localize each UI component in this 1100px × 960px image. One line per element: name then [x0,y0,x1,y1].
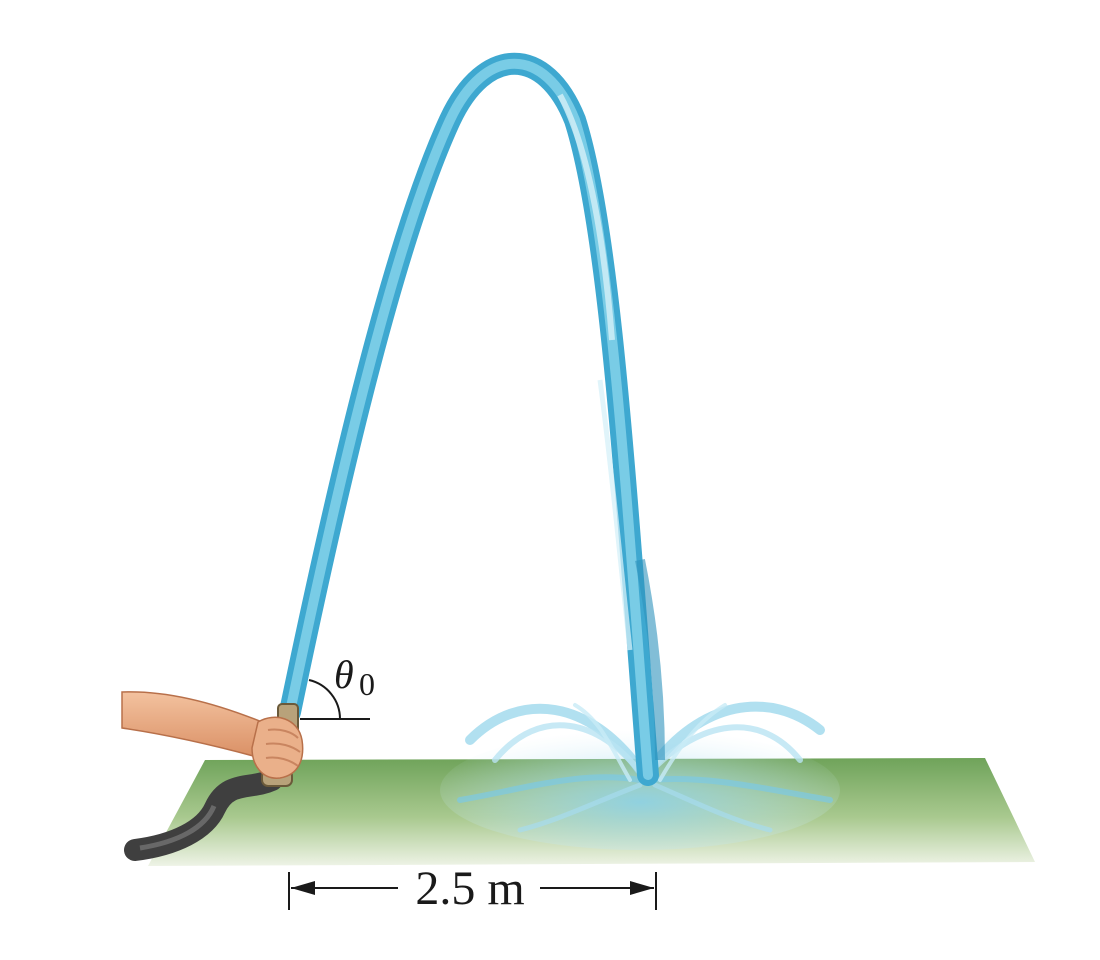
angle-label: θ [334,652,354,697]
distance-dimension: 2.5 m [288,862,657,915]
angle-subscript: 0 [359,666,375,702]
distance-label: 2.5 m [415,862,524,915]
water-splash [440,701,840,850]
water-stream [279,53,665,786]
arrowhead-left [291,881,315,895]
launch-angle-indicator: θ 0 [300,652,375,720]
angle-arc [308,679,341,720]
hand-holding-hose [121,691,304,779]
arrowhead-right [630,881,654,895]
